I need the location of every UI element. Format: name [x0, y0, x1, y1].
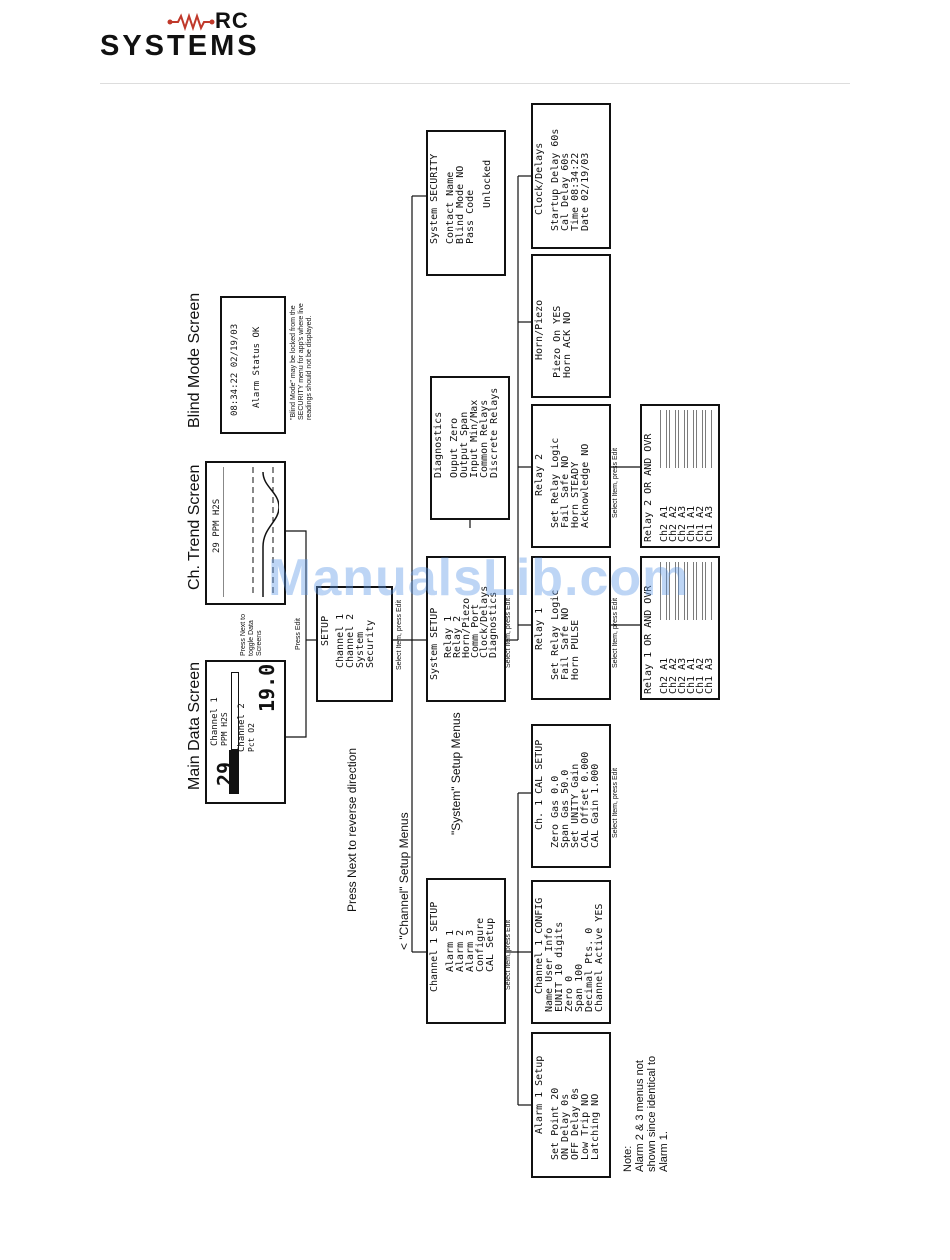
logic-checkboxes[interactable] [658, 410, 714, 468]
horn-item[interactable]: Horn ACK NO [562, 311, 573, 378]
ch2-unit: Pct O2 [247, 723, 256, 752]
blind-screen-title: Blind Mode Screen [186, 292, 203, 428]
cal-setup-menu[interactable]: Ch. 1 CAL SETUP Zero Gas 0.0 Span Gas 50… [531, 724, 611, 868]
reverse-label: Press Next to reverse direction [345, 747, 359, 912]
relay2-logic-header: Relay 2 OR AND OVR [643, 433, 654, 542]
relay2-item[interactable]: Acknowledge NO [580, 443, 591, 528]
logo-resistor-icon [167, 12, 215, 32]
ch1-bargraph [229, 750, 239, 794]
main-screen-title: Main Data Screen [186, 661, 203, 790]
diag-item[interactable]: Discrete Relays [489, 387, 500, 478]
channel-setup-title: Channel 1 SETUP [429, 901, 440, 992]
logo-text-bottom: SYSTEMS [100, 30, 260, 62]
header-divider [100, 83, 850, 84]
system-setup-menu[interactable]: System SETUP Relay 1 Relay 2 Horn/Piezo … [426, 556, 506, 702]
logic-row: Ch1 A3 [704, 657, 715, 694]
security-menu[interactable]: System SECURITY Contact Name Blind Mode … [426, 130, 506, 276]
horn-title: Horn/Piezo [534, 299, 545, 360]
clock-title: Clock/Delays [534, 142, 545, 215]
logic-row: Ch1 A3 [704, 505, 715, 542]
setup-title: SETUP [320, 615, 331, 646]
alarm1-title: Alarm 1 Setup [534, 1055, 545, 1134]
setup-item[interactable]: Security [365, 619, 376, 668]
relay1-menu[interactable]: Relay 1 Set Relay Logic Fail Safe NO Hor… [531, 556, 611, 700]
toggle-note: Press Next to toggle Data Screens [240, 613, 263, 656]
diagnostics-menu[interactable]: Diagnostics Ouput Zero Output Span Input… [430, 376, 510, 520]
relay2-logic-grid[interactable]: Relay 2 OR AND OVR Ch2 A1 Ch2 A2 Ch2 A3 … [640, 404, 720, 548]
select-hint: Select Item, press Edit [505, 597, 512, 668]
diag-title: Diagnostics [433, 411, 444, 478]
footnote-line: Alarm 2 & 3 menus not [634, 1060, 646, 1172]
channel-menus-label: < "Channel" Setup Menus [397, 812, 411, 950]
footnote-line: shown since identical to [646, 1055, 658, 1172]
relay1-logic-grid[interactable]: Relay 1 OR AND OVR Ch2 A1 Ch2 A2 Ch2 A3 … [640, 556, 720, 700]
ch1-bar-track [231, 672, 239, 750]
watermark: ManualsLib.com [268, 549, 690, 607]
cal-item[interactable]: CAL Gain 1.000 [590, 763, 601, 848]
channel-setup-item[interactable]: CAL Setup [485, 917, 496, 972]
company-logo [100, 8, 270, 68]
trend-screen-title: Ch. Trend Screen [186, 464, 203, 590]
footnote-line: Alarm 1. [658, 1131, 670, 1172]
clock-item[interactable]: Date 02/19/03 [580, 152, 591, 231]
blind-lcd: 08:34:22 02/19/03 Alarm Status OK [220, 296, 286, 434]
ch1-label: Channel 1 [210, 697, 220, 746]
channel-setup-menu[interactable]: Channel 1 SETUP Alarm 1 Alarm 2 Alarm 3 … [426, 878, 506, 1024]
trend-plot [223, 467, 279, 597]
blind-status: Alarm Status OK [252, 326, 262, 408]
trend-label: 29 PPM H2S [212, 498, 222, 553]
config-item[interactable]: Channel Active YES [594, 903, 605, 1012]
security-item: Unlocked [482, 159, 493, 208]
system-setup-title: System SETUP [429, 607, 440, 680]
footnote-line: Note: [622, 1145, 634, 1172]
select-hint: Select Item, press Edit [505, 919, 512, 990]
ch2-value: 19.0 [255, 663, 279, 712]
cal-title: Ch. 1 CAL SETUP [534, 739, 545, 830]
blind-note: "Blind Mode" may be locked from the SECU… [290, 303, 313, 420]
config-menu[interactable]: Channel 1 CONFIG Name User Info EUNIT 10… [531, 880, 611, 1024]
logic-checkboxes[interactable] [658, 562, 714, 620]
relay1-title: Relay 1 [534, 607, 545, 650]
select-hint: Select Item, press Edit [612, 767, 619, 838]
trend-lcd: 29 PPM H2S [205, 461, 286, 605]
setup-menu[interactable]: SETUP Channel 1 Channel 2 System Securit… [316, 586, 393, 702]
blind-time: 08:34:22 02/19/03 [230, 323, 240, 416]
main-data-lcd: 29 Channel 1 PPM H2S Channel 2 Pct O2 19… [205, 660, 286, 804]
relay2-title: Relay 2 [534, 453, 545, 496]
select-hint: Select Item, press Edit [612, 597, 619, 668]
alarm1-item[interactable]: Latching NO [590, 1093, 601, 1160]
horn-menu[interactable]: Horn/Piezo Piezo On YES Horn ACK NO [531, 254, 611, 398]
logo-text-top: RC [215, 8, 249, 33]
ch1-unit: PPM H2S [220, 712, 229, 746]
press-edit-note: Press Edit [295, 618, 302, 650]
relay1-item[interactable]: Horn PULSE [570, 619, 581, 680]
relay2-menu[interactable]: Relay 2 Set Relay Logic Fail Safe NO Hor… [531, 404, 611, 548]
select-hint: Select Item, press Edit [612, 447, 619, 518]
system-menus-label: "System" Setup Menus [449, 712, 463, 835]
select-hint: Select Item, press Edit [396, 599, 403, 670]
security-item[interactable]: Pass Code [465, 189, 476, 244]
alarm1-menu[interactable]: Alarm 1 Setup Set Point 20 ON Delay 0s O… [531, 1032, 611, 1178]
security-title: System SECURITY [429, 153, 440, 244]
clock-menu[interactable]: Clock/Delays Startup Delay 60s Cal Delay… [531, 103, 611, 249]
